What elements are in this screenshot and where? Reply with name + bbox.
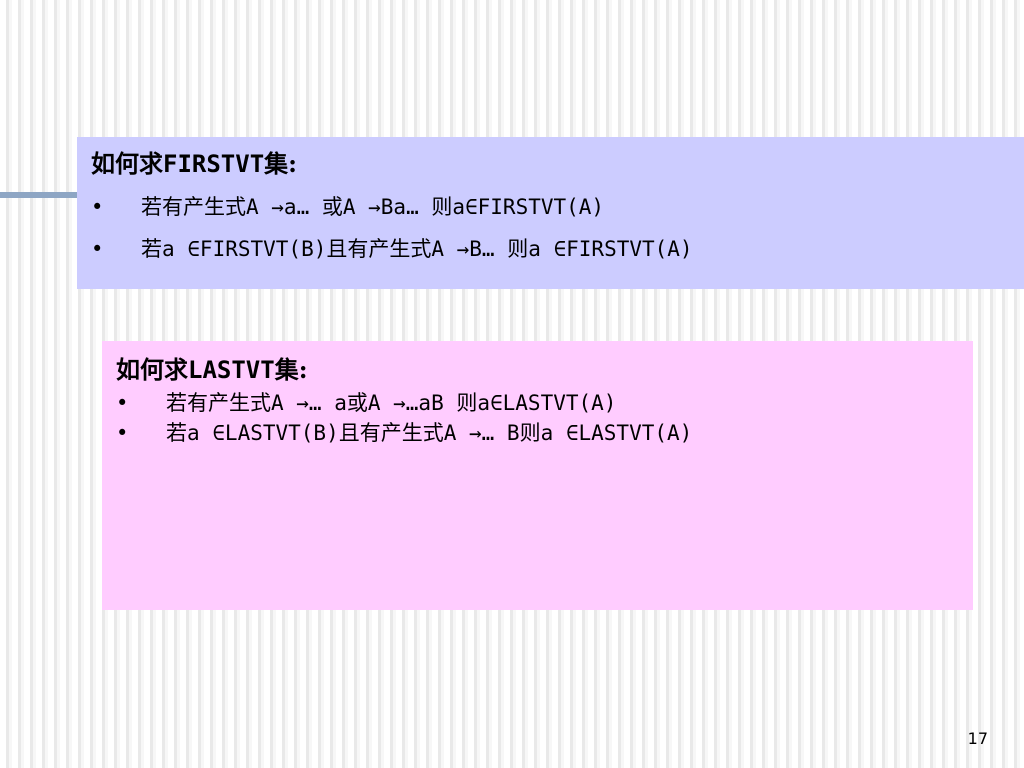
page-number: 17 <box>967 729 988 748</box>
firstvt-title-suffix: 集: <box>264 149 298 178</box>
lastvt-rule-2: • 若a ∈LASTVT(B)且有产生式A →… B则a ∈LASTVT(A) <box>116 419 973 447</box>
bullet-icon: • <box>91 195 104 219</box>
firstvt-title-prefix: 如何求 <box>91 149 163 178</box>
bullet-icon: • <box>91 237 104 261</box>
lastvt-rule-list: • 若有产生式A →… a或A →…aB 则a∈LASTVT(A) • 若a ∈… <box>116 389 973 447</box>
lastvt-box: 如何求LASTVT集: • 若有产生式A →… a或A →…aB 则a∈LAST… <box>102 341 973 610</box>
firstvt-rule-1: • 若有产生式A →a… 或A →Ba… 则a∈FIRSTVT(A) <box>91 193 1024 221</box>
firstvt-box: 如何求FIRSTVT集: • 若有产生式A →a… 或A →Ba… 则a∈FIR… <box>77 137 1024 289</box>
firstvt-title-term: FIRSTVT <box>163 150 265 178</box>
bullet-icon: • <box>116 391 129 415</box>
lastvt-title-prefix: 如何求 <box>116 355 188 384</box>
lastvt-rule-2-text: 若a ∈LASTVT(B)且有产生式A →… B则a ∈LASTVT(A) <box>166 421 693 445</box>
decorative-accent-bar <box>0 192 78 198</box>
bullet-icon: • <box>116 421 129 445</box>
firstvt-title: 如何求FIRSTVT集: <box>91 147 1024 181</box>
firstvt-rule-2-text: 若a ∈FIRSTVT(B)且有产生式A →B… 则a ∈FIRSTVT(A) <box>141 237 693 261</box>
firstvt-rule-1-text: 若有产生式A →a… 或A →Ba… 则a∈FIRSTVT(A) <box>141 195 605 219</box>
lastvt-title: 如何求LASTVT集: <box>116 353 973 387</box>
lastvt-title-suffix: 集: <box>274 355 308 384</box>
firstvt-rule-2: • 若a ∈FIRSTVT(B)且有产生式A →B… 则a ∈FIRSTVT(A… <box>91 235 1024 263</box>
firstvt-rule-list: • 若有产生式A →a… 或A →Ba… 则a∈FIRSTVT(A) • 若a … <box>91 193 1024 263</box>
lastvt-rule-1: • 若有产生式A →… a或A →…aB 则a∈LASTVT(A) <box>116 389 973 417</box>
lastvt-title-term: LASTVT <box>188 356 275 384</box>
lastvt-rule-1-text: 若有产生式A →… a或A →…aB 则a∈LASTVT(A) <box>166 391 617 415</box>
